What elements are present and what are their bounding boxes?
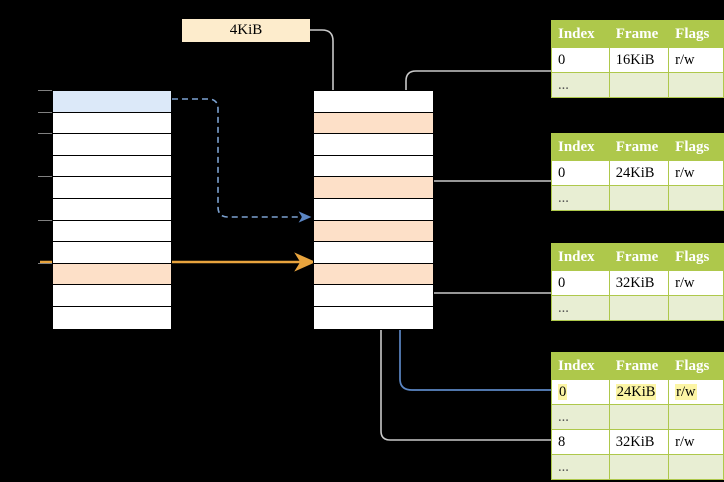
frame-table-cell-index: 0 bbox=[551, 47, 610, 73]
frame-table-header-frame: Frame bbox=[608, 352, 670, 380]
page-table-row[interactable] bbox=[53, 306, 171, 329]
page-size-label: 4KiB bbox=[182, 19, 310, 42]
frame-table-cell-flags bbox=[668, 295, 724, 321]
page-table-row[interactable] bbox=[53, 242, 171, 264]
page-table-row[interactable] bbox=[53, 91, 171, 113]
page-table-row[interactable] bbox=[53, 155, 171, 178]
frame-table-cell-frame bbox=[608, 295, 670, 321]
page-table-row[interactable] bbox=[314, 198, 433, 221]
page-table-tick bbox=[38, 90, 52, 91]
page-table-row[interactable] bbox=[53, 134, 171, 156]
page-table-row[interactable] bbox=[314, 220, 433, 243]
page-table-row[interactable] bbox=[314, 112, 433, 135]
frame-table-cell-index: 0 bbox=[551, 270, 610, 296]
frame-table-header-index: Index bbox=[551, 352, 610, 380]
frame-table-cell-index: 8 bbox=[551, 429, 610, 455]
inner-page-table bbox=[313, 90, 434, 330]
frame-table-header-index: Index bbox=[551, 20, 610, 48]
frame-table-header-frame: Frame bbox=[608, 243, 670, 271]
page-table-row[interactable] bbox=[53, 112, 171, 135]
page-table-row[interactable] bbox=[314, 263, 433, 286]
frame-table-cell-frame: 32KiB bbox=[608, 270, 670, 296]
wire-outer-entry-to-inner-table bbox=[172, 98, 312, 223]
page-table-tick bbox=[38, 111, 52, 113]
frame-table-ellipsis-row[interactable]: ... bbox=[551, 185, 724, 211]
frame-table-header-flags: Flags bbox=[668, 243, 724, 271]
frame-table-cell-flags: r/w bbox=[668, 379, 724, 405]
frame-table-header-index: Index bbox=[551, 243, 610, 271]
frame-table-cell-flags bbox=[668, 404, 724, 430]
page-table-tick bbox=[38, 176, 52, 178]
frame-table-cell-flags bbox=[668, 185, 724, 211]
page-table-row[interactable] bbox=[314, 155, 433, 178]
page-table-tick bbox=[38, 133, 52, 135]
frame-table-cell-frame: 24KiB bbox=[608, 160, 670, 186]
frame-table-header-frame: Frame bbox=[608, 20, 670, 48]
frame-table-header-flags: Flags bbox=[668, 20, 724, 48]
frame-table-ellipsis-row[interactable]: ... bbox=[551, 454, 724, 480]
frame-table-cell-frame: 32KiB bbox=[608, 429, 670, 455]
frame-table-ellipsis-row[interactable]: ... bbox=[551, 295, 724, 321]
frame-table-cell-flags: r/w bbox=[668, 270, 724, 296]
page-table-row[interactable] bbox=[53, 177, 171, 199]
frame-table-header-frame: Frame bbox=[608, 133, 670, 161]
page-table-row[interactable] bbox=[53, 198, 171, 221]
frame-table-cell-flags bbox=[668, 454, 724, 480]
frame-table-ellipsis-row[interactable]: ... bbox=[551, 404, 724, 430]
page-table-row[interactable] bbox=[314, 91, 433, 113]
frame-table-cell-index: ... bbox=[551, 404, 610, 430]
frame-table-cell-frame bbox=[608, 72, 670, 98]
frame-table-cell-index: 0 bbox=[551, 379, 610, 405]
page-table-tick bbox=[38, 219, 52, 221]
outer-page-table bbox=[52, 90, 172, 330]
frame-table-cell-index: ... bbox=[551, 185, 610, 211]
frame-table-header-flags: Flags bbox=[668, 352, 724, 380]
frame-table-cell-flags bbox=[668, 72, 724, 98]
page-table-row[interactable] bbox=[53, 285, 171, 307]
frame-table-cell-index: ... bbox=[551, 295, 610, 321]
frame-table-cell-flags: r/w bbox=[668, 160, 724, 186]
frame-table-ellipsis-row[interactable]: ... bbox=[551, 72, 724, 98]
frame-table-cell-flags: r/w bbox=[668, 429, 724, 455]
page-table-row[interactable] bbox=[314, 242, 433, 264]
frame-table-cell-index: ... bbox=[551, 72, 610, 98]
page-table-row[interactable] bbox=[53, 263, 171, 286]
outer-page-table-ticks bbox=[38, 90, 52, 328]
cell-highlight: 24KiB bbox=[615, 383, 657, 400]
frame-table-cell-index: ... bbox=[551, 454, 610, 480]
page-table-row[interactable] bbox=[53, 220, 171, 243]
frame-table-row[interactable]: 0 24KiB r/w bbox=[551, 379, 724, 405]
frame-table-cell-frame bbox=[608, 454, 670, 480]
page-table-row[interactable] bbox=[314, 306, 433, 329]
frame-table-header-flags: Flags bbox=[668, 133, 724, 161]
frame-table-cell-frame bbox=[608, 185, 670, 211]
frame-table-cell-frame bbox=[608, 404, 670, 430]
frame-table-cell-flags: r/w bbox=[668, 47, 724, 73]
cell-highlight: r/w bbox=[675, 383, 697, 400]
frame-table-header-index: Index bbox=[551, 133, 610, 161]
frame-table-cell-index: 0 bbox=[551, 160, 610, 186]
page-table-row[interactable] bbox=[314, 134, 433, 156]
frame-table-cell-frame: 24KiB bbox=[608, 379, 670, 405]
page-table-row[interactable] bbox=[314, 285, 433, 307]
frame-table-cell-frame: 16KiB bbox=[608, 47, 670, 73]
cell-highlight: 0 bbox=[558, 383, 568, 400]
page-table-row[interactable] bbox=[314, 177, 433, 199]
page-table-tick bbox=[38, 262, 52, 264]
